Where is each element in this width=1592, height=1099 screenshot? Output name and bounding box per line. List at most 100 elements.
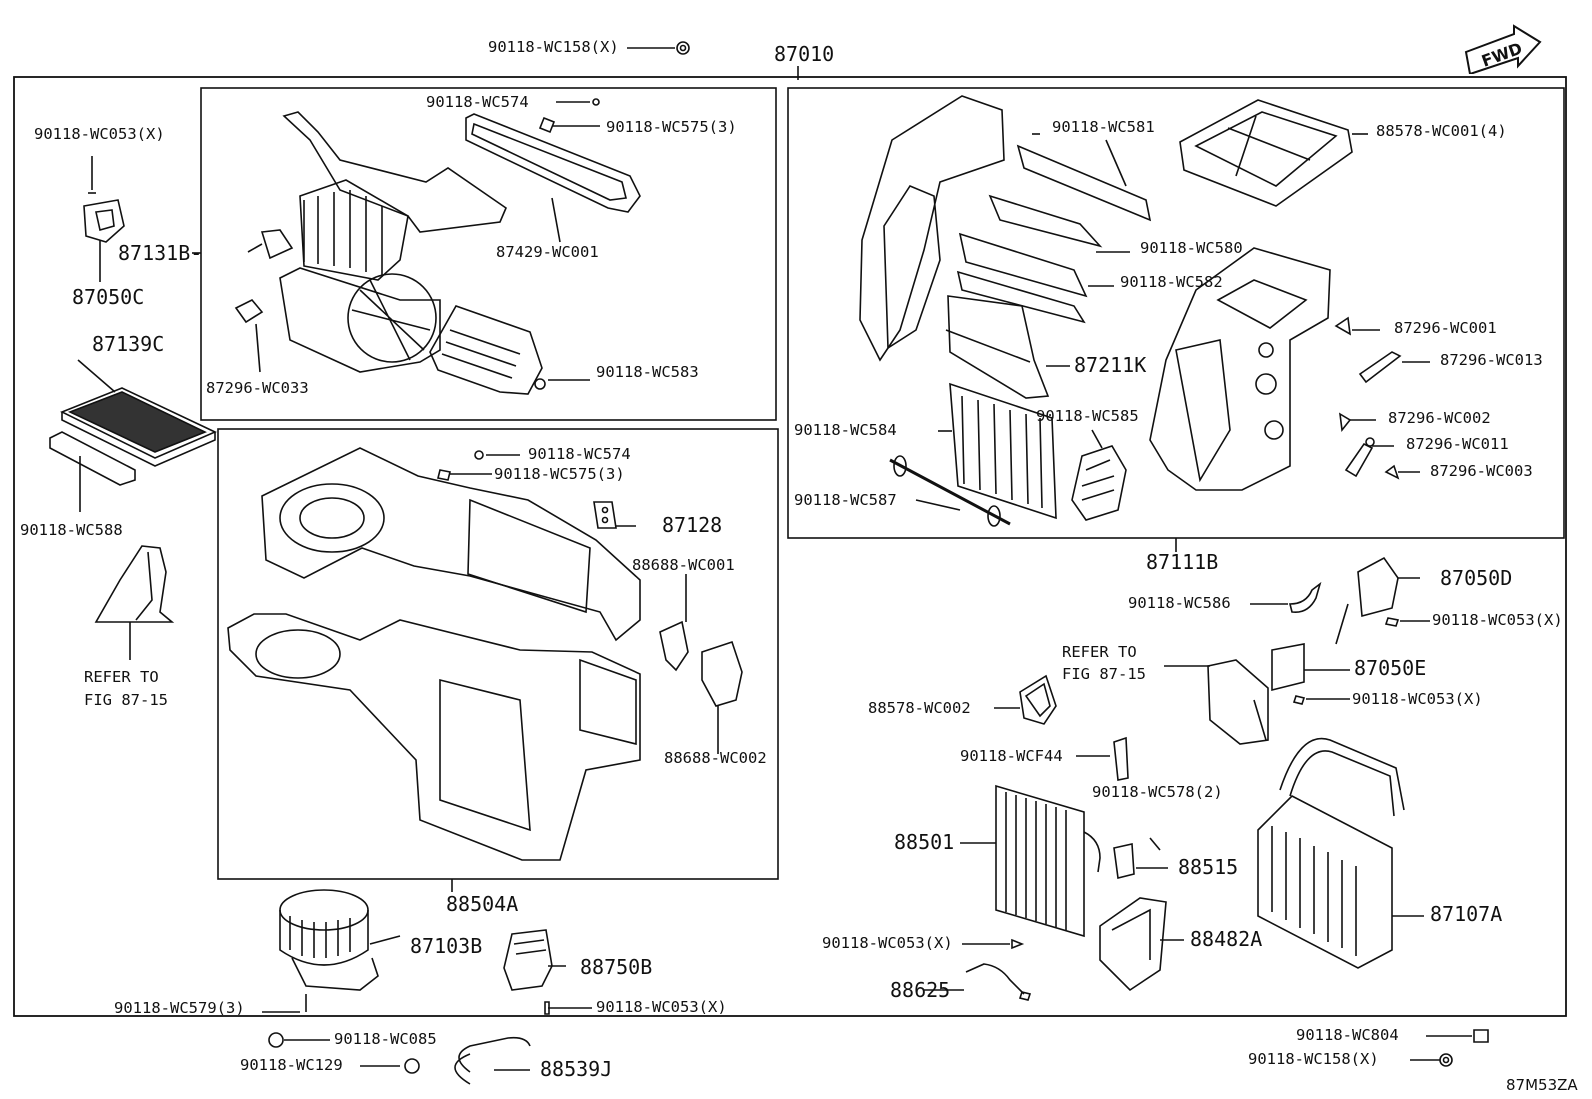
label-87103b: 87103B <box>410 934 483 958</box>
nut-129-shape <box>360 1058 420 1074</box>
screw-575a-shape <box>538 116 600 134</box>
label-c574-a: 90118-WC574 <box>426 93 529 111</box>
label-c578: 90118-WC578(2) <box>1092 783 1223 801</box>
label-c579: 90118-WC579(3) <box>114 999 245 1017</box>
label-c053-r1: 90118-WC053(X) <box>1432 611 1563 629</box>
label-c158-br: 90118-WC158(X) <box>1248 1050 1379 1068</box>
label-87050c: 87050C <box>72 285 145 309</box>
valve-88515-shape <box>1113 837 1168 879</box>
label-87296-002: 87296-WC002 <box>1388 409 1491 427</box>
label-c575-a: 90118-WC575(3) <box>606 118 737 136</box>
label-c585: 90118-WC585 <box>1036 407 1139 425</box>
label-refer2-l1: REFER TO <box>1062 643 1137 661</box>
label-87107a: 87107A <box>1430 902 1503 926</box>
shaft-587-shape <box>889 455 1011 527</box>
label-c053-bot: 90118-WC053(X) <box>596 998 727 1016</box>
intake-housing-shape <box>247 111 507 373</box>
inner-frame-lower-left <box>217 428 779 880</box>
label-88515: 88515 <box>1178 855 1239 879</box>
label-refer-l1: REFER TO <box>84 668 159 686</box>
lower-case-88504a-shape <box>227 447 641 861</box>
label-c580: 90118-WC580 <box>1140 239 1243 257</box>
label-87128: 87128 <box>662 513 723 537</box>
diagram-code: 87M53ZA <box>1506 1076 1578 1094</box>
duct-88688-shape <box>659 574 743 754</box>
label-c581: 90118-WC581 <box>1052 118 1155 136</box>
label-88578-001: 88578-WC001(4) <box>1376 122 1507 140</box>
label-87139c: 87139C <box>92 332 165 356</box>
label-87296-013: 87296-WC013 <box>1440 351 1543 369</box>
clip-574a-shape <box>556 98 600 106</box>
servo-87050e-shape <box>1271 643 1350 705</box>
label-87429: 87429-WC001 <box>496 243 599 261</box>
label-87111b: 87111B <box>1146 550 1219 574</box>
label-c129: 90118-WC129 <box>240 1056 343 1074</box>
label-c085: 90118-WC085 <box>334 1030 437 1048</box>
filter-87139c-shape <box>49 359 217 512</box>
case-87211k-shape <box>859 95 1070 399</box>
blower-87103b-shape <box>279 889 401 1012</box>
label-87296-011: 87296-WC011 <box>1406 435 1509 453</box>
label-c574-b: 90118-WC574 <box>528 445 631 463</box>
label-87296-003: 87296-WC003 <box>1430 462 1533 480</box>
label-87296-001: 87296-WC001 <box>1394 319 1497 337</box>
sensor-88625-shape <box>924 963 1032 1001</box>
label-c588: 90118-WC588 <box>20 521 123 539</box>
resistor-88750b-shape <box>503 929 592 1015</box>
label-88688-002: 88688-WC002 <box>664 749 767 767</box>
label-87050e: 87050E <box>1354 656 1427 680</box>
case-right-shape <box>1149 247 1331 491</box>
damper-87128-shape <box>593 501 636 529</box>
label-top-c158: 90118-WC158(X) <box>488 38 619 56</box>
filter-88578-002-shape <box>994 674 1057 725</box>
screw-575b-shape <box>437 469 492 481</box>
label-refer-l2: FIG 87-15 <box>84 691 168 709</box>
label-87131b: 87131B- <box>118 241 203 265</box>
label-cf44: 90118-WCF44 <box>960 747 1063 765</box>
label-88504a: 88504A <box>446 892 519 916</box>
label-88501: 88501 <box>894 830 955 854</box>
nut-085-shape <box>268 1032 330 1048</box>
duct-refer-shape <box>94 545 175 660</box>
evaporator-88501-shape <box>960 784 1101 938</box>
label-87050d: 87050D <box>1440 566 1513 590</box>
duct-refer2-shape <box>1164 659 1269 745</box>
label-c584: 90118-WC584 <box>794 421 897 439</box>
label-c587: 90118-WC587 <box>794 491 897 509</box>
nut-804-shape <box>1426 1029 1489 1043</box>
clip-574b-shape <box>474 450 520 460</box>
label-c053-r2: 90118-WC053(X) <box>1352 690 1483 708</box>
hose-88539j-shape <box>454 1036 531 1085</box>
label-88482a: 88482A <box>1190 927 1263 951</box>
inner-frame-upper-left <box>200 87 777 421</box>
gasket-87429-shape <box>465 113 641 243</box>
heater-87107a-shape <box>1257 737 1424 969</box>
cover-88482a-shape <box>1099 897 1184 992</box>
label-88750b: 88750B <box>580 955 653 979</box>
dampers-580-582-shape <box>956 194 1130 324</box>
cover-583-shape <box>429 305 590 395</box>
label-c053-tl: 90118-WC053(X) <box>34 125 165 143</box>
label-c582: 90118-WC582 <box>1120 273 1223 291</box>
nut-158br-shape <box>1410 1053 1453 1067</box>
label-87211k: 87211K <box>1074 353 1147 377</box>
link-586-shape <box>1250 581 1322 614</box>
label-88539j: 88539J <box>540 1057 613 1081</box>
core-584-shape <box>938 382 1057 520</box>
label-87296-033: 87296-WC033 <box>206 379 309 397</box>
label-c053-mid: 90118-WC053(X) <box>822 934 953 952</box>
label-c804: 90118-WC804 <box>1296 1026 1399 1044</box>
actuator-87050c-shape <box>83 156 125 282</box>
screw-mid-shape <box>962 938 1025 950</box>
label-c575-b: 90118-WC575(3) <box>494 465 625 483</box>
top-clip-shape <box>627 41 690 55</box>
label-88625: 88625 <box>890 978 951 1002</box>
fwd-arrow-icon: FWD <box>1464 24 1542 74</box>
label-assy-87010: 87010 <box>774 42 835 66</box>
damper-585-shape <box>1071 429 1127 521</box>
filter-88578-001-shape <box>1179 99 1368 207</box>
label-88688-001: 88688-WC001 <box>632 556 735 574</box>
sensor-cf44-shape <box>1076 736 1129 781</box>
servo-87050d-shape <box>1335 556 1430 645</box>
